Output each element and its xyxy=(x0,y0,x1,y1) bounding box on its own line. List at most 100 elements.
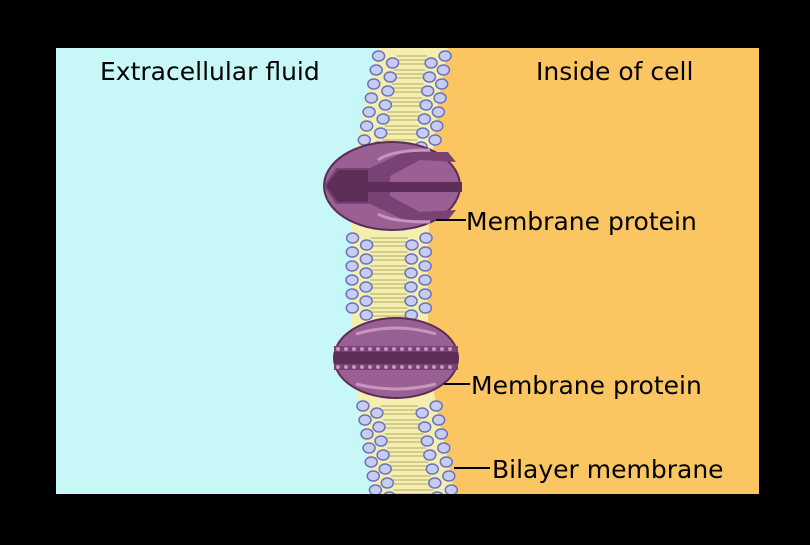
protein-dot xyxy=(360,365,364,369)
protein-dot xyxy=(336,365,340,369)
protein-dot xyxy=(336,347,340,351)
bilayer-membrane-label: Bilayer membrane xyxy=(492,455,724,484)
protein-dot xyxy=(352,347,356,351)
lipid-head xyxy=(404,281,418,293)
lipid-head xyxy=(345,274,359,286)
lipid-head xyxy=(424,57,438,69)
lipid-head xyxy=(359,120,374,132)
lipid-head xyxy=(345,232,360,244)
lipid-head xyxy=(366,470,381,482)
lipid-head xyxy=(420,85,435,97)
lipid-head xyxy=(371,50,386,62)
lipid-head xyxy=(368,484,383,494)
lipid-head xyxy=(417,421,432,433)
lipid-head xyxy=(405,239,419,251)
protein-dot xyxy=(424,365,428,369)
lipid-head xyxy=(376,449,390,461)
protein-dot xyxy=(440,347,444,351)
lipid-head xyxy=(438,50,452,62)
lipid-head xyxy=(376,113,390,125)
lipid-head xyxy=(436,64,451,76)
lipid-head xyxy=(423,449,437,461)
protein-dot xyxy=(416,365,420,369)
protein-texture xyxy=(336,347,452,369)
lipid-head xyxy=(428,134,442,146)
protein-dot xyxy=(448,347,452,351)
lipid-head xyxy=(418,302,433,314)
lipid-head xyxy=(420,435,435,447)
lipid-head xyxy=(362,106,376,118)
lipid-head xyxy=(359,295,373,307)
lipid-head xyxy=(380,477,395,489)
lipid-head xyxy=(431,106,446,118)
diagram-panel xyxy=(56,48,759,494)
lipid-head xyxy=(418,288,432,300)
lipid-heads xyxy=(345,50,459,494)
lipid-head xyxy=(359,239,374,251)
lipid-head xyxy=(431,414,446,426)
protein-dot xyxy=(440,365,444,369)
lipid-head xyxy=(404,267,418,279)
membrane-protein-label-1: Membrane protein xyxy=(466,207,697,236)
lipid-head xyxy=(419,232,433,244)
protein-dot xyxy=(344,347,348,351)
lipid-head xyxy=(431,491,444,494)
lipid-head xyxy=(370,407,384,419)
lipid-head xyxy=(439,456,454,468)
inside-of-cell-label: Inside of cell xyxy=(536,57,693,86)
lipid-head xyxy=(383,491,396,494)
lipid-head xyxy=(364,456,378,468)
protein-dot xyxy=(368,365,372,369)
lipid-head xyxy=(425,463,440,475)
lipid-head xyxy=(444,484,459,494)
lipid-head xyxy=(356,400,370,412)
membrane-protein-lower xyxy=(333,317,459,399)
protein-dot xyxy=(344,365,348,369)
lipid-head xyxy=(415,407,429,419)
lipid-head xyxy=(433,92,447,104)
lipid-head xyxy=(345,288,359,300)
lipid-head xyxy=(442,470,456,482)
lipid-head xyxy=(418,274,432,286)
lipid-head xyxy=(430,120,444,132)
lipid-head xyxy=(367,78,381,90)
protein-dot xyxy=(424,347,428,351)
lipid-head xyxy=(383,71,397,83)
lipid-head xyxy=(404,253,419,265)
protein-dot xyxy=(384,347,388,351)
lipid-head xyxy=(428,477,442,489)
cell-interior-region xyxy=(386,48,759,494)
protein-dot xyxy=(384,365,388,369)
lipid-head xyxy=(369,64,383,76)
lipid-head xyxy=(429,400,443,412)
lipid-head xyxy=(359,267,373,279)
protein-dot xyxy=(392,365,396,369)
protein-dot xyxy=(416,347,420,351)
extracellular-fluid-label: Extracellular fluid xyxy=(100,57,320,86)
lipid-head xyxy=(372,421,386,433)
lipid-head xyxy=(434,428,449,440)
lipid-head xyxy=(359,253,374,265)
protein-dot xyxy=(400,347,404,351)
protein-dot xyxy=(408,365,412,369)
lipid-head xyxy=(345,246,360,258)
membrane-protein-upper xyxy=(323,141,462,231)
protein-dot xyxy=(360,347,364,351)
membrane-protein-label-2: Membrane protein xyxy=(471,371,702,400)
protein-dot xyxy=(352,365,356,369)
lipid-head xyxy=(418,246,433,258)
lipid-head xyxy=(404,295,418,307)
lipid-head xyxy=(434,78,449,90)
lipid-head xyxy=(373,127,388,139)
lipid-head xyxy=(358,414,372,426)
lipid-head xyxy=(378,463,392,475)
protein-dot xyxy=(408,347,412,351)
lipid-head xyxy=(419,99,433,111)
protein-dot xyxy=(400,365,404,369)
lipid-head xyxy=(359,281,373,293)
lipid-head xyxy=(378,99,393,111)
protein-dot xyxy=(368,347,372,351)
lipid-head xyxy=(360,428,374,440)
lipid-head xyxy=(416,127,430,139)
